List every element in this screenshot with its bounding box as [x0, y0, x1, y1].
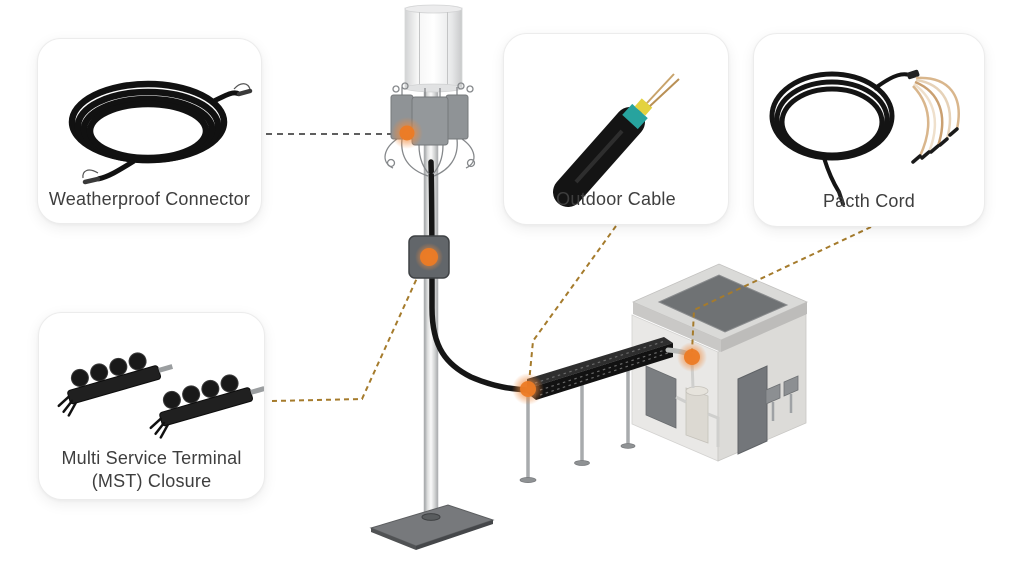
shelter-door: [737, 365, 768, 455]
antenna-radome: [404, 4, 463, 93]
mst-closure-card: Multi Service Terminal (MST) Closure: [38, 312, 265, 500]
shelter-tank: [685, 386, 709, 444]
weatherproof-connector-marker: [391, 117, 423, 149]
weatherproof-connector-label: Weatherproof Connector: [48, 189, 251, 209]
rru-right: [445, 94, 469, 140]
patch-cord-card: Pacth Cord: [753, 33, 985, 227]
mst-closure-label-line1: Multi Service Terminal: [61, 448, 242, 468]
leader-line-outdoor-cable: [528, 225, 617, 384]
tray-support-posts: [519, 362, 636, 483]
mst-device: [57, 352, 174, 417]
shelter-meter-boxes: [765, 375, 799, 421]
leader-line-patch-cord: [691, 226, 872, 353]
patch-cord-marker: [677, 342, 707, 372]
outdoor-cable-marker: [512, 373, 544, 405]
mst-closure-image: [57, 352, 264, 439]
support-post: [620, 362, 636, 449]
tray-perforations: [534, 340, 669, 396]
weatherproof-connector-image: [68, 80, 253, 185]
mst-device: [149, 374, 264, 439]
pole-base-plate: [369, 504, 495, 550]
mst-closure-label: Multi Service Terminal (MST) Closure: [61, 447, 241, 499]
outdoor-cable-image: [553, 73, 680, 207]
fiber-drop-cable: [428, 159, 530, 393]
shelter-wall-panel: [645, 365, 677, 429]
patch-cord-image: [769, 69, 960, 206]
leader-line-mst-closure: [271, 277, 418, 402]
patch-cord-label: Pacth Cord: [822, 191, 916, 211]
mst-closure-label-line2: (MST) Closure: [91, 471, 212, 491]
support-post: [574, 372, 590, 466]
outdoor-cable-card: Outdoor Cable: [503, 33, 729, 225]
tray-front-face: [536, 343, 673, 400]
mst-closure-marker: [415, 243, 443, 271]
weatherproof-connector-card: Weatherproof Connector: [37, 38, 262, 224]
support-post: [519, 397, 537, 483]
outdoor-cable-label: Outdoor Cable: [556, 189, 676, 209]
shelter-roof-panel: [657, 274, 789, 333]
equipment-shelter: [631, 263, 808, 462]
